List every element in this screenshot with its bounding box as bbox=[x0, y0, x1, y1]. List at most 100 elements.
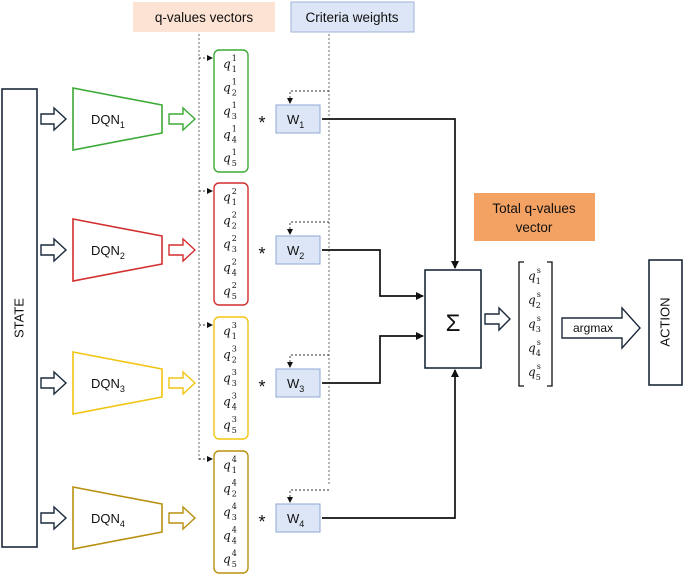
weight-label: W3 bbox=[287, 376, 304, 394]
weighted-to-sum-connector bbox=[322, 332, 424, 384]
q-superscript: 1 bbox=[232, 148, 237, 157]
q-symbol: q bbox=[223, 529, 231, 543]
q-subscript: 3 bbox=[232, 245, 237, 254]
criteria-guide-arrow bbox=[287, 90, 329, 104]
dqn-label-subscript: 3 bbox=[120, 384, 125, 394]
criteria-weights-header-label: Criteria weights bbox=[305, 10, 398, 25]
total-q-values-label-box bbox=[474, 193, 595, 241]
total-vector-right-bracket bbox=[547, 261, 553, 387]
weight-label-subscript: 3 bbox=[299, 384, 304, 394]
q-subscript: 5 bbox=[232, 426, 237, 435]
multiply-symbol: * bbox=[258, 377, 265, 397]
q-superscript: 4 bbox=[232, 479, 237, 488]
state-to-dqn-arrow bbox=[40, 106, 68, 132]
argmax-label: argmax bbox=[573, 321, 613, 335]
q-superscript: s bbox=[537, 362, 541, 371]
q-subscript: 4 bbox=[232, 136, 237, 145]
q-symbol: q bbox=[223, 151, 231, 165]
dqn-to-vector-arrow bbox=[168, 370, 197, 396]
q-symbol: q bbox=[223, 482, 231, 496]
q-symbol: q bbox=[223, 128, 231, 142]
q-subscript: 2 bbox=[232, 222, 237, 231]
q-subscript: 5 bbox=[232, 560, 237, 569]
q-symbol: q bbox=[223, 190, 231, 204]
q-subscript: 2 bbox=[232, 356, 237, 365]
q-subscript: 2 bbox=[536, 301, 541, 310]
weight-box bbox=[275, 104, 321, 134]
q-subscript: 1 bbox=[232, 332, 237, 341]
action-label: ACTION bbox=[657, 297, 672, 346]
weight-label-subscript: 4 bbox=[299, 519, 304, 529]
dqn-network-shape bbox=[72, 486, 163, 550]
q-symbol: q bbox=[223, 348, 231, 362]
dqn-label: DQN4 bbox=[91, 511, 125, 529]
total-vector-left-bracket bbox=[518, 261, 524, 387]
q-superscript: 1 bbox=[232, 78, 237, 87]
q-value-entry: q2 3 bbox=[223, 234, 237, 254]
q-superscript: 2 bbox=[232, 281, 237, 290]
q-symbol: q bbox=[528, 269, 536, 283]
q-vector-box bbox=[213, 49, 249, 173]
weighted-to-sum-connector bbox=[322, 369, 459, 519]
criteria-weights-header-box bbox=[290, 1, 415, 33]
criteria-guide-arrow bbox=[287, 489, 329, 503]
q-subscript: 3 bbox=[232, 513, 237, 522]
q-superscript: s bbox=[537, 266, 541, 275]
weight-label-subscript: 1 bbox=[299, 120, 304, 130]
q-symbol: q bbox=[223, 418, 231, 432]
q-symbol: q bbox=[223, 214, 231, 228]
q-symbol: q bbox=[223, 395, 231, 409]
q-subscript: 4 bbox=[232, 269, 237, 278]
q-symbol: q bbox=[223, 104, 231, 118]
q-symbol: q bbox=[223, 505, 231, 519]
q-symbol: q bbox=[528, 341, 536, 355]
state-label: STATE bbox=[11, 298, 26, 338]
total-q-values-label-line2: vector bbox=[516, 220, 553, 235]
argmax-arrow bbox=[561, 306, 641, 350]
q-vector-box bbox=[213, 182, 249, 306]
q-subscript: 1 bbox=[232, 466, 237, 475]
weight-box bbox=[275, 503, 321, 533]
state-to-dqn-arrow bbox=[40, 370, 68, 396]
q-symbol: q bbox=[223, 371, 231, 385]
state-to-dqn-arrow bbox=[40, 505, 68, 531]
q-subscript: 1 bbox=[536, 277, 541, 286]
q-superscript: 3 bbox=[232, 321, 237, 330]
dqn-to-vector-arrow bbox=[168, 237, 197, 263]
weight-label: W4 bbox=[287, 511, 304, 529]
q-subscript: 1 bbox=[232, 65, 237, 74]
q-superscript: s bbox=[537, 338, 541, 347]
q-vector-box bbox=[213, 450, 249, 574]
q-superscript: 2 bbox=[232, 187, 237, 196]
q-superscript: s bbox=[537, 314, 541, 323]
q-superscript: 3 bbox=[232, 368, 237, 377]
weight-label-text: W bbox=[287, 243, 300, 258]
action-box bbox=[648, 259, 683, 386]
weight-box bbox=[275, 235, 321, 265]
q-symbol: q bbox=[223, 237, 231, 251]
dqn-label: DQN2 bbox=[91, 243, 125, 261]
q-symbol: q bbox=[528, 365, 536, 379]
dqn-network-shape bbox=[72, 218, 163, 282]
q-superscript: 2 bbox=[232, 258, 237, 267]
weighted-to-sum-connector bbox=[322, 118, 459, 269]
q-symbol: q bbox=[223, 57, 231, 71]
q-superscript: s bbox=[537, 290, 541, 299]
dqn-to-vector-arrow bbox=[168, 505, 197, 531]
weight-label-text: W bbox=[287, 376, 300, 391]
q-superscript: 2 bbox=[232, 234, 237, 243]
weight-label: W1 bbox=[287, 112, 304, 130]
